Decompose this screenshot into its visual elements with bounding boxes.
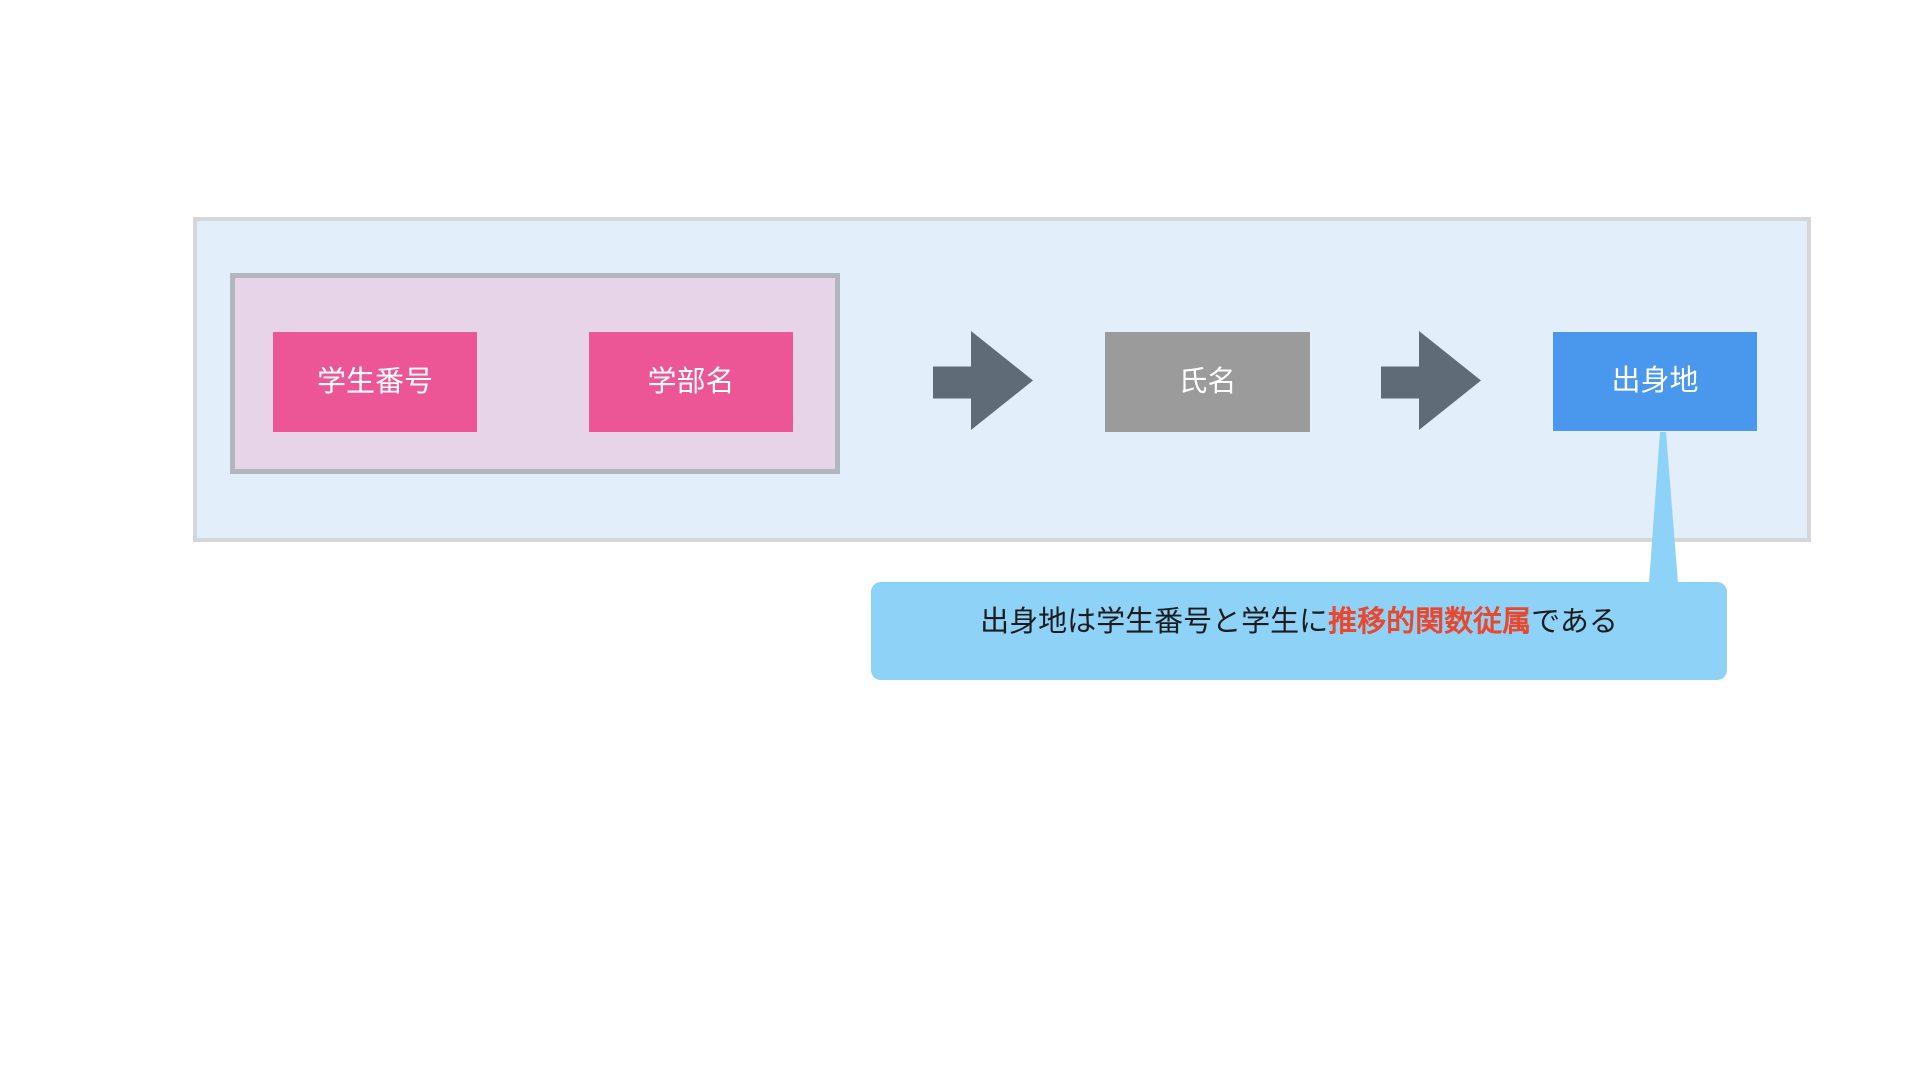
attribute-label: 出身地 bbox=[1611, 365, 1699, 397]
attribute-box-student-number: 学生番号 bbox=[273, 332, 477, 432]
callout-text-after: である bbox=[1531, 606, 1618, 638]
attribute-label: 氏名 bbox=[1178, 365, 1237, 398]
attribute-box-name: 氏名 bbox=[1105, 332, 1310, 432]
callout-pointer-icon bbox=[1649, 432, 1678, 583]
attribute-box-faculty-name: 学部名 bbox=[589, 332, 793, 432]
callout-text: 出身地は学生番号と学生に推移的関数従属である bbox=[871, 606, 1727, 638]
attribute-label: 学生番号 bbox=[316, 365, 433, 398]
attribute-box-birthplace: 出身地 bbox=[1553, 332, 1757, 431]
right-arrow-icon bbox=[1381, 331, 1481, 430]
callout-text-before: 出身地は学生番号と学生に bbox=[980, 606, 1329, 638]
dependency-arrow-2 bbox=[1381, 331, 1481, 430]
callout-highlight-text: 推移的関数従属 bbox=[1328, 606, 1532, 638]
annotation-callout: 出身地は学生番号と学生に推移的関数従属である bbox=[871, 582, 1727, 680]
right-arrow-icon bbox=[933, 331, 1033, 430]
attribute-label: 学部名 bbox=[647, 365, 735, 398]
dependency-arrow-1 bbox=[933, 331, 1033, 430]
